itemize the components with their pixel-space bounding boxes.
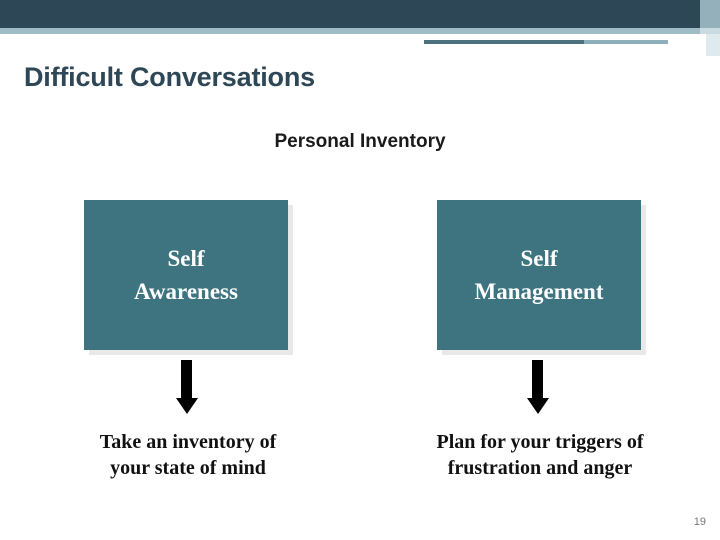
- banner-accent-rule-light: [584, 40, 668, 44]
- page-title: Difficult Conversations: [24, 62, 315, 92]
- caption-left: Take an inventory of your state of mind: [99, 431, 277, 479]
- box-wrap-right: Self Management: [437, 200, 646, 355]
- down-arrow-icon-left: [167, 360, 207, 420]
- box-wrap-left: Self Awareness: [84, 200, 293, 355]
- banner-accent-rule-dark: [424, 40, 584, 44]
- slide-subtitle: Personal Inventory: [274, 131, 446, 152]
- banner-light-strip: [0, 28, 700, 34]
- concept-box-right: Self Management: [437, 200, 641, 350]
- column-self-management: Self Management Plan for your triggers o…: [400, 200, 680, 481]
- banner-light-strip-right-cap: [700, 28, 720, 34]
- down-arrow-icon-right: [518, 360, 558, 420]
- arrow-head-left: [176, 398, 198, 414]
- page-number: 19: [693, 516, 706, 528]
- concept-box-left-label: Self Awareness: [134, 245, 238, 304]
- banner-dark-bar: [0, 0, 700, 28]
- concept-box-left: Self Awareness: [84, 200, 288, 350]
- banner-dark-bar-right-cap: [700, 0, 720, 28]
- arrow-stem-right: [532, 360, 543, 400]
- arrow-head-right: [527, 398, 549, 414]
- banner-corner-block: [706, 34, 720, 56]
- column-self-awareness: Self Awareness Take an inventory of your…: [48, 200, 328, 481]
- caption-right: Plan for your triggers of frustration an…: [436, 431, 644, 479]
- arrow-stem-left: [181, 360, 192, 400]
- header-banner: [0, 0, 720, 56]
- concept-box-right-label: Self Management: [474, 245, 604, 304]
